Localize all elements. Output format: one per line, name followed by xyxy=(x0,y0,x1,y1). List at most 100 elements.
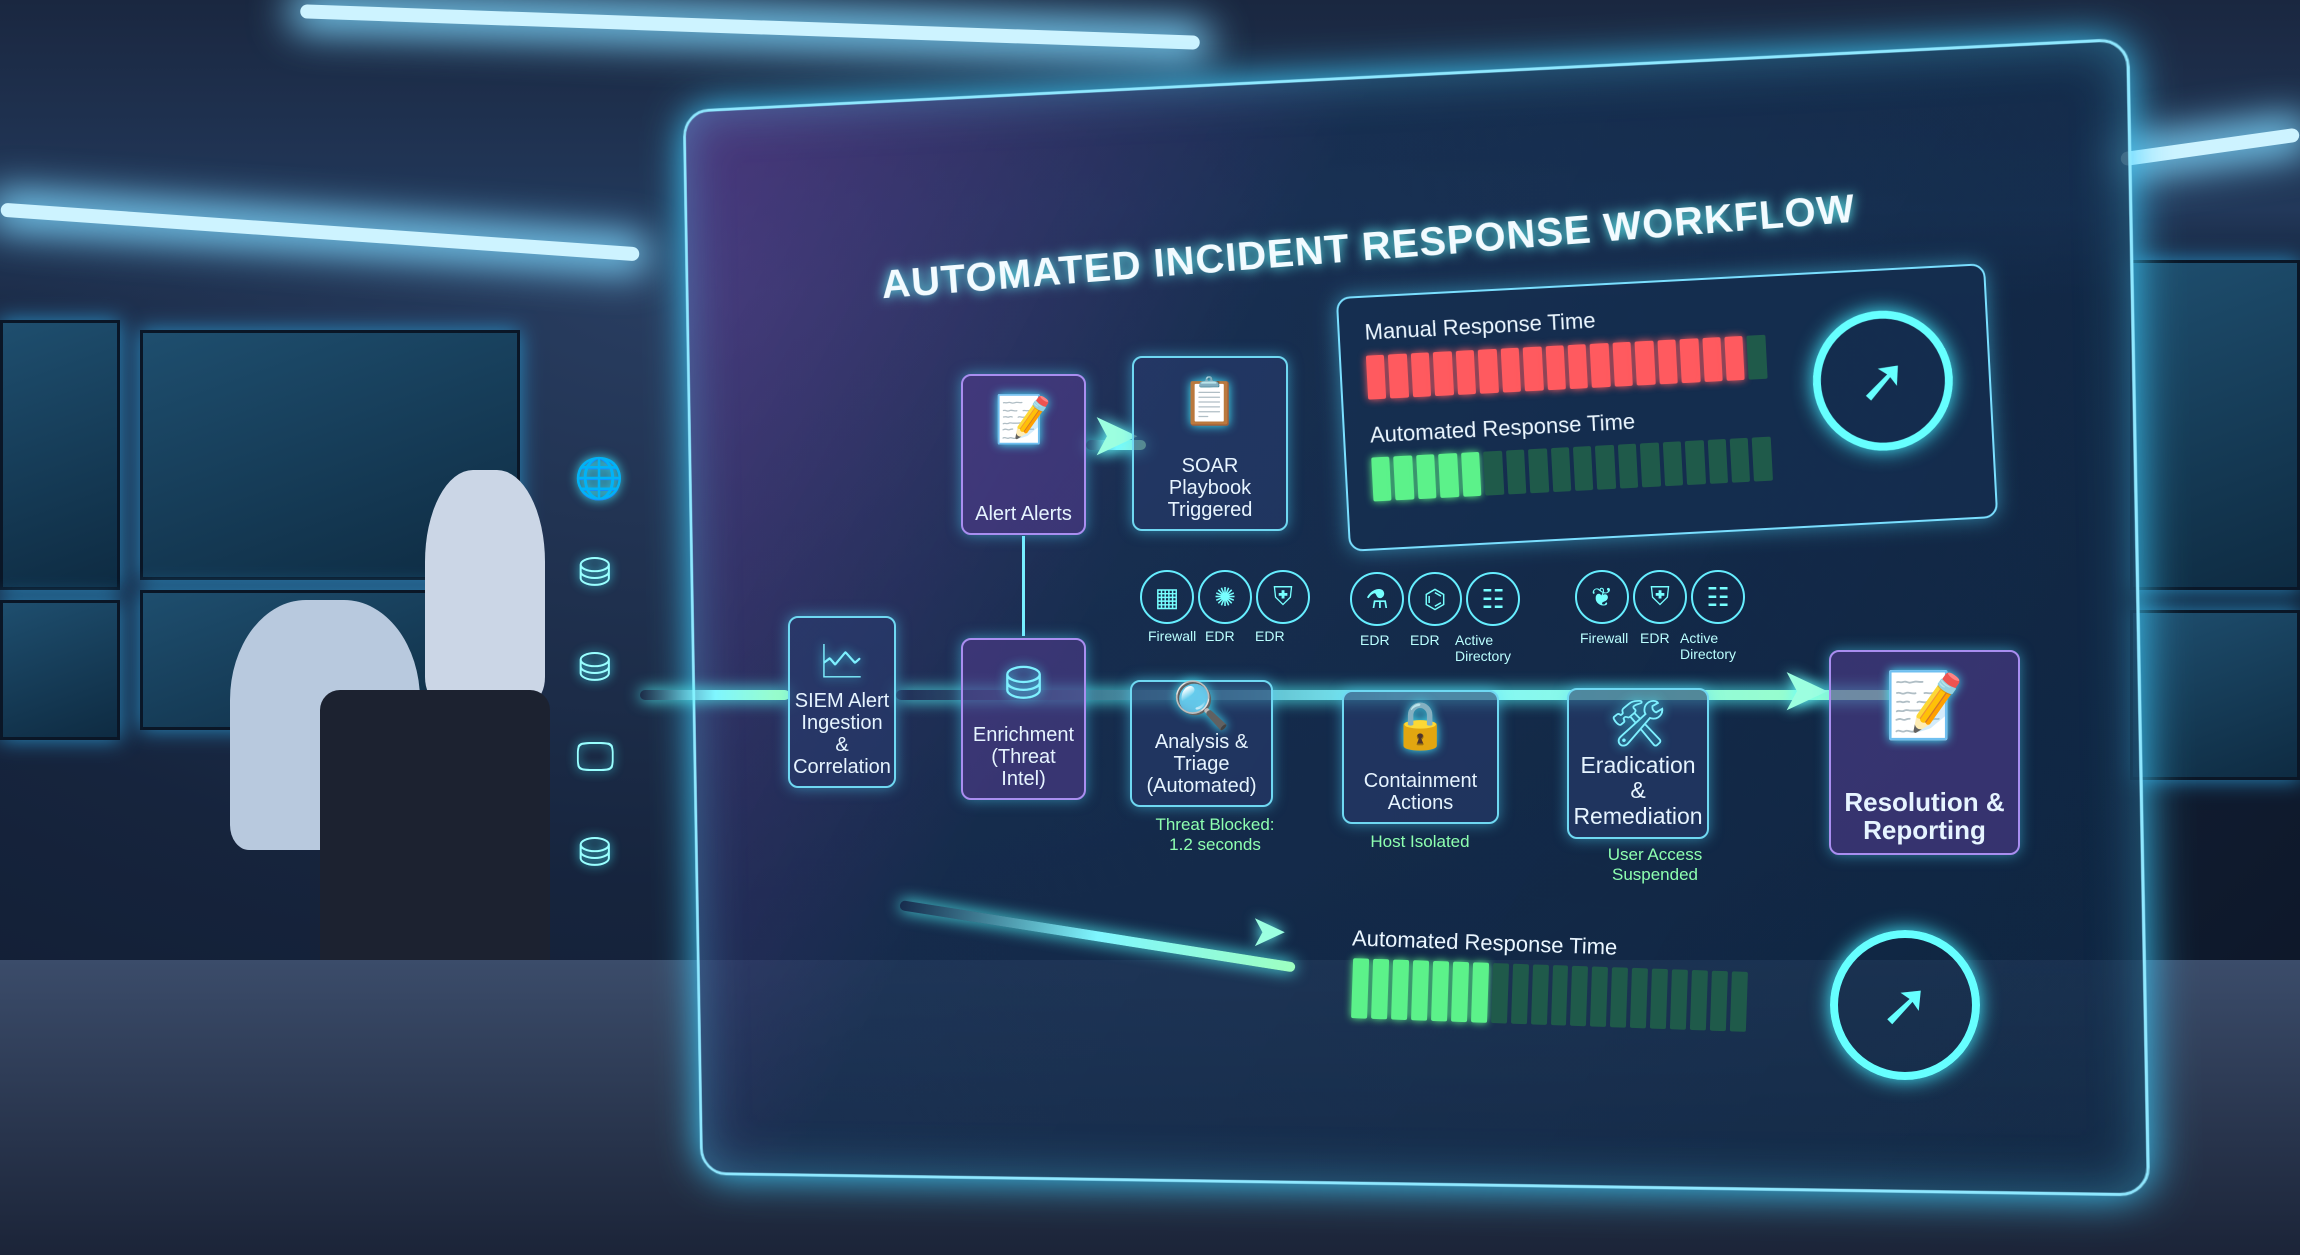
bar-segment xyxy=(1550,965,1569,1026)
bar-segment xyxy=(1729,971,1748,1032)
bar-segment xyxy=(1438,453,1460,498)
bar-segment xyxy=(1460,451,1482,497)
magnifier-check-icon: 🔍 xyxy=(1172,679,1231,732)
status-text: User Access Suspended xyxy=(1607,845,1703,884)
node-label: EDR xyxy=(1640,630,1670,646)
bar-segment xyxy=(1570,965,1589,1027)
step-soar[interactable]: 📋 SOAR Playbook Triggered xyxy=(1132,356,1288,531)
org-chart-icon: ☷ xyxy=(1466,572,1520,626)
bar-segment xyxy=(1617,443,1639,489)
arrow-icon: ➤ xyxy=(1780,656,1831,723)
automated-label: Automated Response Time xyxy=(1369,408,1636,448)
bar-segment xyxy=(1528,448,1549,494)
arrow-icon: ➤ xyxy=(1250,907,1287,956)
bar-segment xyxy=(1390,959,1409,1021)
node-label: Active Directory xyxy=(1455,632,1512,664)
bar-segment xyxy=(1590,966,1609,1028)
bar-segment xyxy=(1510,963,1529,1025)
manual-response-bar xyxy=(1365,334,1768,400)
status-text: Threat Blocked: 1.2 seconds xyxy=(1155,815,1275,854)
connector-line xyxy=(1022,536,1025,636)
bar-segment xyxy=(1684,440,1706,486)
document-pen-icon: 📝 xyxy=(994,393,1053,445)
bar-segment xyxy=(1550,447,1572,493)
step-label: Resolution & Reporting xyxy=(1844,786,2005,846)
database-gear-icon: ⛁ xyxy=(1004,657,1043,709)
bar-segment xyxy=(1450,961,1469,1023)
lock-icon: 🔒 xyxy=(1391,699,1450,751)
bar-segment xyxy=(1433,351,1454,397)
browser-pulse-icon: 🗠 xyxy=(818,635,866,687)
step-label: Analysis & Triage (Automated) xyxy=(1146,731,1257,797)
bar-segment xyxy=(1530,964,1549,1025)
node-label: EDR xyxy=(1410,632,1440,648)
bar-segment xyxy=(1701,337,1723,383)
bar-segment xyxy=(1595,444,1616,490)
step-containment[interactable]: 🔒 Containment Actions xyxy=(1342,690,1499,824)
shield-icon: ⛨ xyxy=(1633,570,1687,624)
database-icon: ⛁ xyxy=(578,646,612,690)
bar-segment xyxy=(1500,347,1522,393)
bar-segment xyxy=(1416,454,1437,500)
bar-segment xyxy=(1351,958,1370,1019)
bar-segment xyxy=(1365,354,1387,400)
background-monitor xyxy=(0,600,120,740)
bar-segment xyxy=(1490,963,1509,1024)
arrow-icon: ➤ xyxy=(1090,401,1141,468)
bar-segment xyxy=(1430,960,1449,1022)
step-enrichment[interactable]: ⛁ Enrichment (Threat Intel) xyxy=(961,638,1086,800)
bar-segment xyxy=(1410,352,1432,398)
chip-icon: ⌬ xyxy=(1408,572,1462,626)
org-chart-icon: ☷ xyxy=(1691,570,1745,624)
automated-response-bar xyxy=(1371,436,1773,502)
background-monitor xyxy=(2130,610,2300,780)
bar-segment xyxy=(1567,344,1589,390)
analysis-nodes: ▦✺⛨ xyxy=(1140,570,1310,624)
bar-segment xyxy=(1634,340,1656,386)
flow-line xyxy=(640,690,790,700)
step-label: SOAR Playbook Triggered xyxy=(1167,455,1253,521)
step-label: Alert Alerts xyxy=(975,503,1072,525)
bar-segment xyxy=(1752,436,1773,482)
database-icon: ⛁ xyxy=(578,551,612,595)
bar-segment xyxy=(1650,968,1669,1030)
step-alerts[interactable]: 📝 Alert Alerts xyxy=(961,374,1086,535)
bar-segment xyxy=(1612,341,1634,387)
bar-segment xyxy=(1572,446,1594,491)
bar-segment xyxy=(1483,450,1504,496)
bar-segment xyxy=(1522,346,1544,392)
status-text: Host Isolated xyxy=(1370,832,1470,851)
response-time-panel: Manual Response Time Automated Response … xyxy=(1335,263,1999,552)
step-siem[interactable]: 🗠 SIEM Alert Ingestion & Correlation xyxy=(788,616,896,788)
bar-segment xyxy=(1710,970,1729,1032)
lab-icon: ⚗ xyxy=(1350,572,1404,626)
background-monitor xyxy=(2130,260,2300,590)
node-label: Firewall xyxy=(1580,630,1629,646)
globe-icon: 🌐 xyxy=(574,457,624,501)
bar-segment xyxy=(1662,441,1684,487)
node-label: EDR xyxy=(1205,628,1235,644)
node-label: Firewall xyxy=(1148,628,1197,644)
bar-segment xyxy=(1729,437,1751,483)
bar-segment xyxy=(1470,962,1489,1023)
bar-segment xyxy=(1371,456,1392,502)
background-monitor xyxy=(0,320,120,590)
step-analysis[interactable]: 🔍 Analysis & Triage (Automated) xyxy=(1130,680,1273,807)
bar-segment xyxy=(1746,334,1768,380)
bar-segment xyxy=(1724,335,1746,381)
bar-segment xyxy=(1690,969,1709,1031)
firewall-icon: ❦ xyxy=(1575,570,1629,624)
bar-segment xyxy=(1410,960,1429,1021)
database-icon: ⛁ xyxy=(578,831,612,875)
analyst-standing xyxy=(425,470,545,700)
bar-segment xyxy=(1610,967,1629,1028)
node-label: EDR xyxy=(1255,628,1285,644)
manual-label: Manual Response Time xyxy=(1363,307,1597,345)
step-resolution[interactable]: 📝 Resolution & Reporting xyxy=(1829,650,2020,855)
step-eradication[interactable]: 🛠 Eradication & Remediation xyxy=(1567,688,1709,839)
bar-segment xyxy=(1455,350,1477,395)
node-label: EDR xyxy=(1360,632,1390,648)
bar-segment xyxy=(1388,353,1409,399)
wrench-tools-icon: 🛠 xyxy=(1608,697,1668,749)
bar-segment xyxy=(1670,969,1689,1030)
